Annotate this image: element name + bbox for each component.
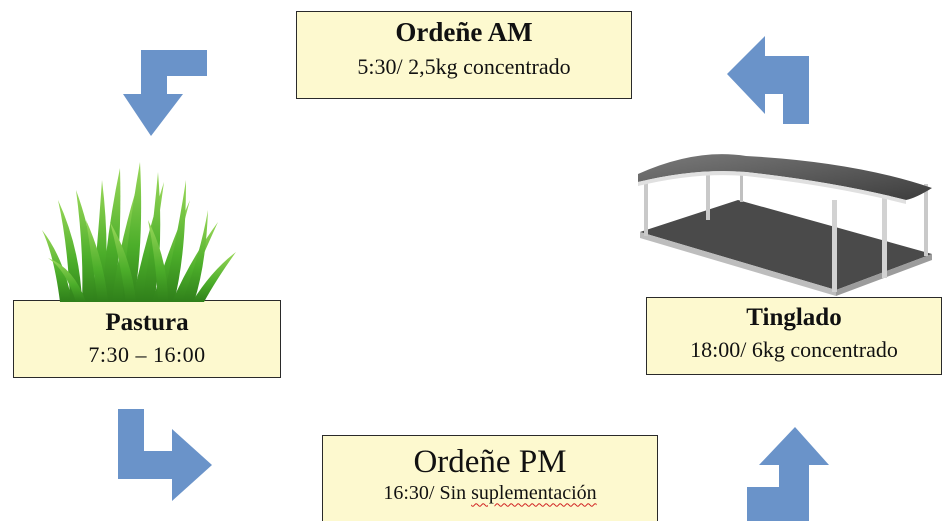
pastura-detail: 7:30 – 16:00 bbox=[88, 341, 206, 367]
pastura-title: Pastura bbox=[105, 309, 189, 336]
ordene-pm-detail: 16:30/ Sin suplementación bbox=[323, 482, 657, 505]
bent-arrow-icon-top-right bbox=[727, 36, 809, 124]
pastura-box: Pastura 7:30 – 16:00 bbox=[13, 300, 281, 378]
tinglado-detail: 18:00/ 6kg concentrado bbox=[690, 336, 898, 362]
ordene-pm-detail-prefix: 16:30/ Sin bbox=[383, 482, 472, 505]
bent-arrow-icon-top-left bbox=[123, 50, 207, 136]
tinglado-box: Tinglado 18:00/ 6kg concentrado bbox=[646, 297, 942, 375]
grass-icon bbox=[42, 162, 236, 302]
shelter-icon bbox=[638, 154, 932, 296]
bent-arrow-icon-bottom-left bbox=[118, 409, 212, 501]
bent-arrow-icon-bottom-right bbox=[747, 427, 829, 521]
ordene-pm-title: Ordeñe PM bbox=[413, 444, 567, 480]
ordene-pm-detail-underlined: suplementación bbox=[471, 482, 597, 505]
tinglado-title: Tinglado bbox=[746, 304, 842, 331]
ordene-am-box: Ordeñe AM 5:30/ 2,5kg concentrado bbox=[296, 11, 632, 99]
ordene-pm-box: Ordeñe PM 16:30/ Sin suplementación bbox=[322, 435, 658, 521]
ordene-am-detail: 5:30/ 2,5kg concentrado bbox=[357, 53, 571, 79]
ordene-am-title: Ordeñe AM bbox=[395, 17, 533, 47]
